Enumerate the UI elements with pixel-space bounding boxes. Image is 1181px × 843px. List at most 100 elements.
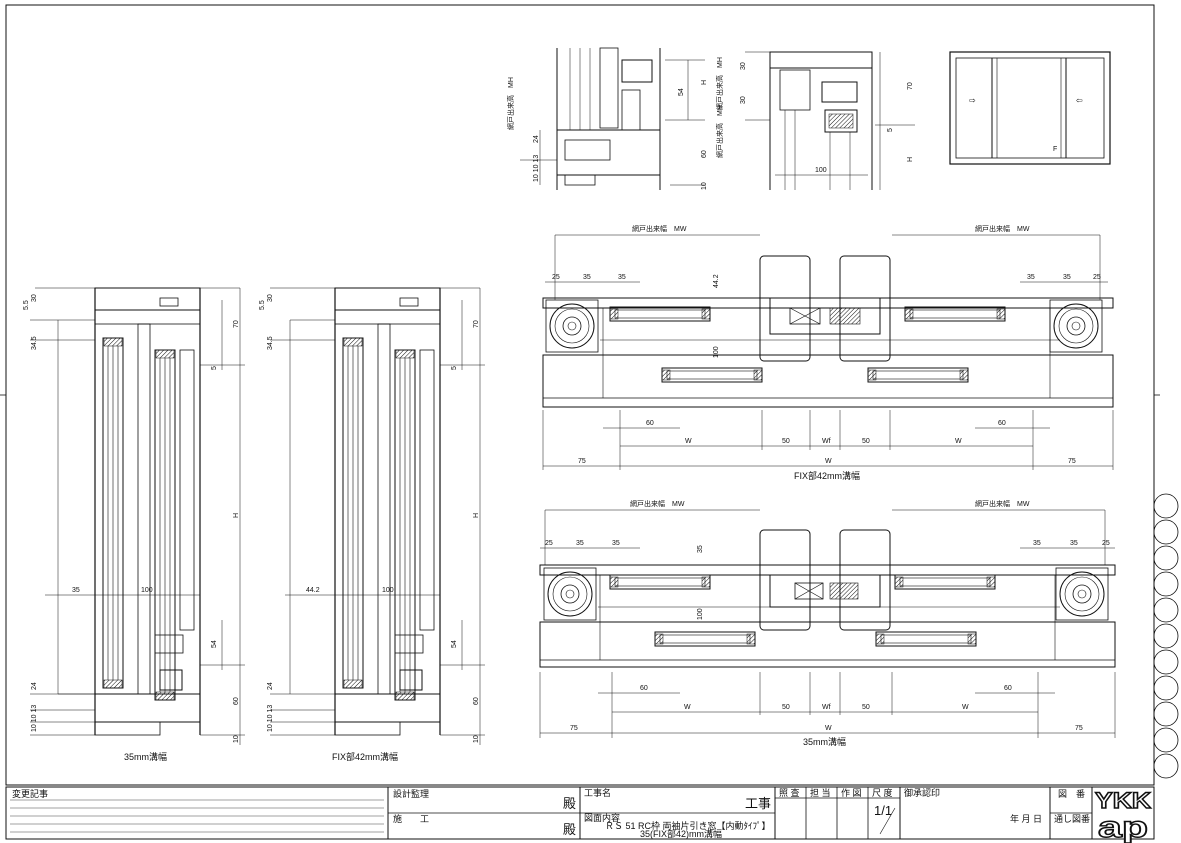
svg-text:60: 60	[646, 420, 654, 427]
elevation-diagram: ⇨ ⇦ F	[949, 51, 1111, 165]
svg-text:10: 10	[701, 182, 708, 190]
svg-text:25: 25	[545, 540, 553, 547]
svg-text:100: 100	[815, 167, 827, 174]
svg-text:60: 60	[1004, 685, 1012, 692]
svg-text:H: H	[907, 157, 914, 162]
svg-text:35: 35	[1033, 540, 1041, 547]
svg-text:50: 50	[862, 438, 870, 445]
svg-text:尺 度: 尺 度	[872, 787, 893, 798]
mh-label-left: 網戸出来高 MH	[506, 77, 515, 130]
serial-number-label: 通し図番	[1054, 813, 1090, 824]
svg-text:H: H	[473, 513, 480, 518]
date-label: 年 月 日	[1010, 813, 1042, 824]
svg-text:24: 24	[533, 135, 540, 143]
scale-value: 1/1	[874, 803, 892, 818]
svg-text:網戸出来幅 MW: 網戸出来幅 MW	[630, 499, 685, 508]
svg-text:10 10 13: 10 10 13	[31, 705, 38, 732]
svg-text:5.5: 5.5	[259, 300, 266, 310]
caption-plan-35mm: 35mm溝幅	[803, 736, 846, 747]
change-record-label: 変更記事	[12, 788, 48, 799]
arrow-right-icon: ⇨	[969, 96, 976, 105]
svg-text:W: W	[825, 458, 832, 465]
svg-text:35: 35	[72, 587, 80, 594]
svg-text:担 当: 担 当	[810, 787, 831, 798]
svg-text:網戸出来幅 MW: 網戸出来幅 MW	[632, 224, 687, 233]
svg-text:35: 35	[1070, 540, 1078, 547]
svg-text:35: 35	[583, 274, 591, 281]
svg-text:殿: 殿	[563, 822, 576, 837]
svg-text:25: 25	[552, 274, 560, 281]
construction-label: 施 工	[393, 813, 429, 824]
top-section-detail-right: 30 30 網戸出来高 MH 網戸出来高 MH 100 70 5 H	[715, 51, 915, 190]
title-block: 変更記事 設計監理 施 工 殿 殿 工事名 工事 図面内容 ＲＳ 51 RC枠 …	[5, 786, 1155, 843]
arrow-left-icon: ⇦	[1076, 96, 1083, 105]
svg-text:50: 50	[782, 704, 790, 711]
svg-text:30: 30	[267, 294, 274, 302]
svg-text:W: W	[825, 725, 832, 732]
svg-text:網戸出来高 MH: 網戸出来高 MH	[715, 105, 724, 158]
svg-text:60: 60	[998, 420, 1006, 427]
svg-text:54: 54	[211, 640, 218, 648]
svg-text:5: 5	[451, 366, 458, 370]
svg-text:54: 54	[451, 640, 458, 648]
svg-text:60: 60	[640, 685, 648, 692]
svg-text:Wf: Wf	[822, 704, 831, 711]
svg-text:5.5: 5.5	[23, 300, 30, 310]
svg-text:W: W	[685, 438, 692, 445]
svg-text:100: 100	[697, 608, 704, 620]
svg-text:25: 25	[1102, 540, 1110, 547]
svg-text:70: 70	[233, 320, 240, 328]
svg-text:10 10 13: 10 10 13	[267, 705, 274, 732]
svg-text:30: 30	[31, 294, 38, 302]
svg-text:35: 35	[618, 274, 626, 281]
svg-text:10: 10	[473, 735, 480, 743]
revision-circles	[1153, 493, 1179, 779]
drawing-content-label: 図面内容	[584, 812, 620, 823]
svg-text:75: 75	[578, 458, 586, 465]
drawing-content-line1: ＲＳ 51 RC枠 両袖片引き窓【内動ﾀｲﾌﾟ】	[605, 820, 771, 831]
svg-text:100: 100	[382, 587, 394, 594]
horizontal-section-35mm: 網戸出来幅 MW 網戸出来幅 MW 25 35 35 35 35 25 35 1…	[539, 499, 1116, 747]
design-supervision-label: 設計監理	[393, 788, 429, 799]
svg-text:70: 70	[473, 320, 480, 328]
svg-text:F: F	[1053, 146, 1057, 153]
svg-text:工事: 工事	[745, 796, 771, 811]
svg-text:75: 75	[1075, 725, 1083, 732]
caption-plan-fix42mm: FIX部42mm溝幅	[794, 470, 860, 481]
svg-text:35: 35	[1027, 274, 1035, 281]
caption-fix42mm-section: FIX部42mm溝幅	[332, 751, 398, 762]
project-name-label: 工事名	[584, 787, 611, 798]
svg-text:照 査: 照 査	[779, 787, 800, 798]
svg-text:H: H	[701, 80, 708, 85]
svg-text:35: 35	[576, 540, 584, 547]
svg-text:網戸出来高 MH: 網戸出来高 MH	[715, 57, 724, 110]
svg-text:24: 24	[267, 682, 274, 690]
drawing-number-label: 図 番	[1058, 788, 1085, 799]
svg-text:35: 35	[612, 540, 620, 547]
svg-text:網戸出来幅 MW: 網戸出来幅 MW	[975, 499, 1030, 508]
vertical-section-35mm: 5.5 30 34.5 35 100 24 10 10 13 70 5 H 54…	[23, 287, 245, 762]
svg-text:30: 30	[740, 96, 747, 104]
svg-text:W: W	[955, 438, 962, 445]
svg-text:殿: 殿	[563, 796, 576, 811]
svg-text:30: 30	[740, 62, 747, 70]
svg-text:60: 60	[473, 697, 480, 705]
svg-text:44.2: 44.2	[306, 587, 320, 594]
drawing-content-line2: 35(FIX部42)mm溝幅	[640, 828, 722, 839]
svg-text:75: 75	[570, 725, 578, 732]
ap-logo: ap	[1098, 811, 1148, 843]
ykk-logo: YKK	[1095, 788, 1151, 813]
svg-text:網戸出来幅 MW: 網戸出来幅 MW	[975, 224, 1030, 233]
svg-text:Wf: Wf	[822, 438, 831, 445]
svg-text:70: 70	[907, 82, 914, 90]
svg-text:作 図: 作 図	[841, 787, 862, 798]
svg-text:100: 100	[141, 587, 153, 594]
svg-text:60: 60	[233, 697, 240, 705]
svg-text:5: 5	[211, 366, 218, 370]
svg-text:W: W	[962, 704, 969, 711]
caption-35mm-section: 35mm溝幅	[124, 751, 167, 762]
svg-text:24: 24	[31, 682, 38, 690]
svg-text:35: 35	[1063, 274, 1071, 281]
top-section-detail-left: 網戸出来高 MH 24 10 10 13 54 H 60 10	[506, 47, 708, 190]
